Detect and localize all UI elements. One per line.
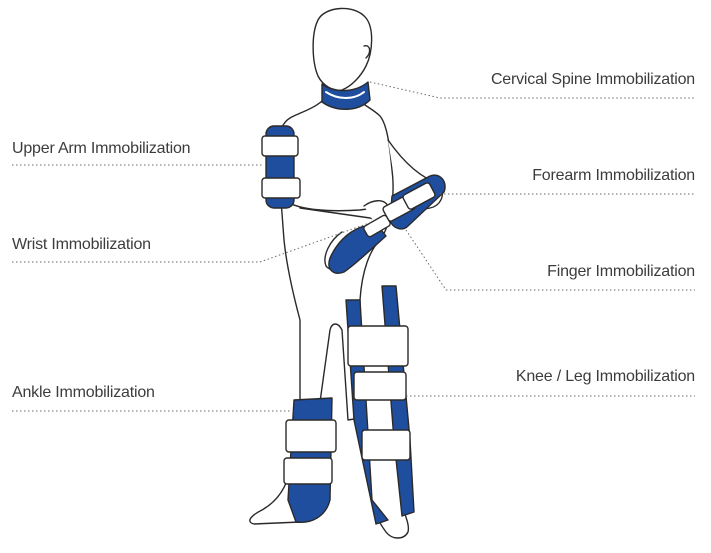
label-knee-leg: Knee / Leg Immobilization: [516, 368, 695, 386]
leader-finger: [406, 230, 695, 290]
head: [313, 8, 372, 90]
label-ankle: Ankle Immobilization: [12, 384, 155, 402]
upper-arm-splint: [262, 126, 300, 208]
ankle-splint: [284, 398, 336, 522]
label-upper-arm: Upper Arm Immobilization: [12, 140, 190, 158]
label-finger: Finger Immobilization: [547, 263, 695, 281]
label-forearm: Forearm Immobilization: [532, 167, 695, 185]
human-figure-outline: [250, 8, 443, 538]
label-wrist: Wrist Immobilization: [12, 236, 151, 254]
label-cervical-spine: Cervical Spine Immobilization: [491, 71, 695, 89]
